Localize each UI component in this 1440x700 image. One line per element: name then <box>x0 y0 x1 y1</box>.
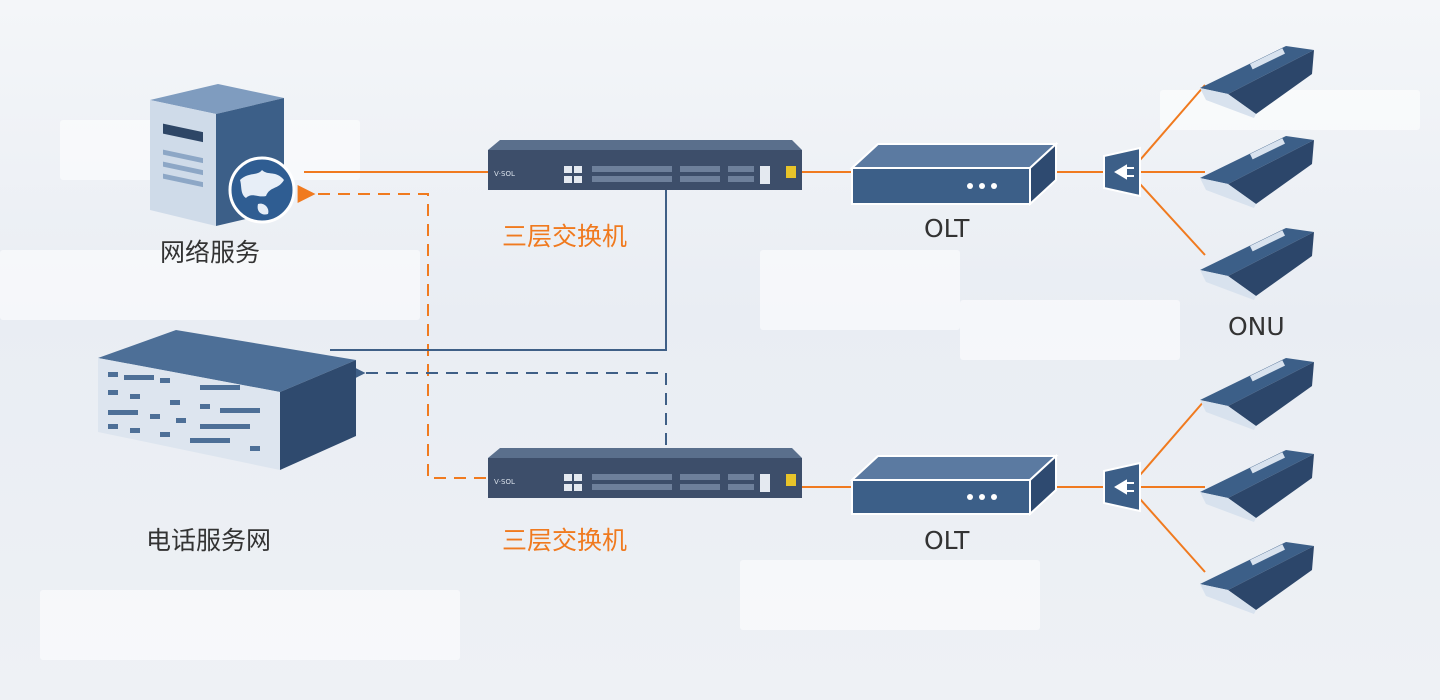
onu-icon <box>1200 46 1314 118</box>
onu-icon <box>1200 228 1314 300</box>
splitter-bottom-icon <box>1103 461 1141 513</box>
link-switch-to-phone-network <box>330 190 667 351</box>
switch-brand-bottom: V·SOL <box>494 478 515 486</box>
splitter-top-icon <box>1103 146 1141 198</box>
label-switch-top: 三层交换机 <box>502 222 628 251</box>
label-web-service: 网络服务 <box>160 238 261 267</box>
link-dashed-phone-return <box>347 364 667 445</box>
switch-bottom-icon: V·SOL <box>488 448 802 498</box>
olt-top-icon <box>849 141 1059 207</box>
globe-icon <box>228 156 296 224</box>
link-dashed-web-return <box>297 185 486 479</box>
switch-brand-top: V·SOL <box>494 170 515 178</box>
connections <box>297 84 1206 573</box>
label-olt-top: OLT <box>924 214 970 243</box>
onu-icons <box>1200 46 1314 614</box>
onu-icon <box>1200 358 1314 430</box>
label-switch-bottom: 三层交换机 <box>502 526 628 555</box>
onu-icon <box>1200 542 1314 614</box>
phone-network-chassis-icon <box>98 330 356 470</box>
label-onu: ONU <box>1228 312 1285 341</box>
label-olt-bottom: OLT <box>924 526 970 555</box>
olt-bottom-icon <box>849 453 1059 517</box>
onu-icon <box>1200 136 1314 208</box>
switch-top-icon: V·SOL <box>488 140 802 190</box>
label-phone-network: 电话服务网 <box>146 526 272 555</box>
onu-icon <box>1200 450 1314 522</box>
